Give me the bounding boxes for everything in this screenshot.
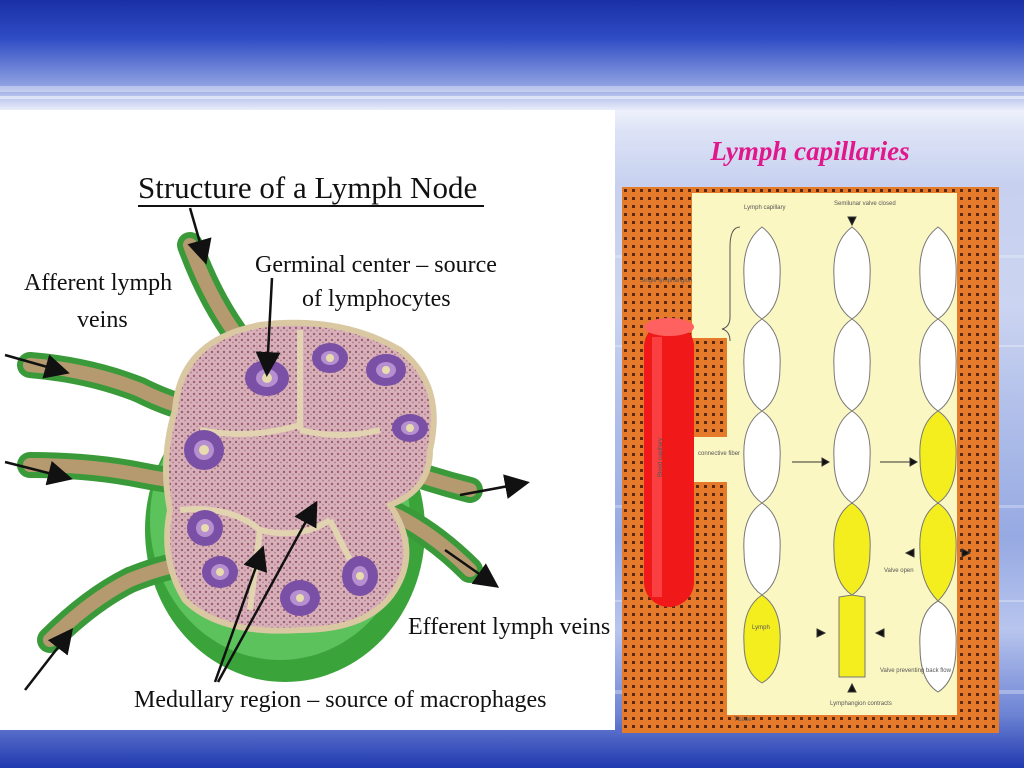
lymph-capillaries-illustration: Lymph capillary Semilunar valve closed S… — [622, 187, 999, 733]
tiny-label-valve-prevent: Valve preventing back flow — [880, 668, 952, 674]
lymphangion-bracket — [721, 226, 741, 342]
tiny-label-lymphangion-contracts: Lymphangion contracts — [830, 701, 892, 707]
lymph-capillaries-diagram: Lymph capillary Semilunar valve closed S… — [622, 187, 999, 733]
label-afferent-2: veins — [77, 307, 128, 333]
lymph-node-diagram: Structure of a Lymph Node — [0, 110, 615, 730]
tiny-label-lymphangion: Single lymphangion — [640, 278, 692, 284]
blood-capillary — [644, 318, 694, 607]
label-medullary: Medullary region – source of macrophages — [134, 687, 547, 713]
node-body — [163, 319, 437, 634]
label-afferent-1: Afferent lymph — [24, 270, 172, 296]
tiny-label-blood-capillary: Blood capillary — [658, 438, 664, 477]
label-efferent: Efferent lymph veins — [408, 614, 610, 640]
tiny-label-semilunar: Semilunar valve closed — [834, 201, 896, 207]
lymph-capillary-right — [919, 226, 957, 693]
label-germinal-2: of lymphocytes — [302, 286, 451, 312]
tiny-label-tissue: Tissue — [734, 717, 752, 723]
tiny-label-lymph: Lymph — [752, 625, 770, 631]
pointer-arrows — [4, 207, 530, 691]
tiny-label-lymph-capillary: Lymph capillary — [744, 205, 785, 211]
lymph-capillary-middle — [833, 226, 871, 678]
lymph-capillaries-title: Lymph capillaries — [710, 136, 910, 166]
tiny-label-valve-open: Valve open — [884, 568, 914, 574]
lymph-node-illustration: Structure of a Lymph Node — [4, 170, 610, 713]
flow-arrows — [792, 216, 972, 693]
lymph-capillary-left — [743, 226, 781, 684]
diagram-title: Structure of a Lymph Node — [138, 170, 477, 205]
tiny-label-connective-fiber: connective fiber — [698, 451, 740, 457]
label-germinal-1: Germinal center – source — [255, 252, 497, 278]
